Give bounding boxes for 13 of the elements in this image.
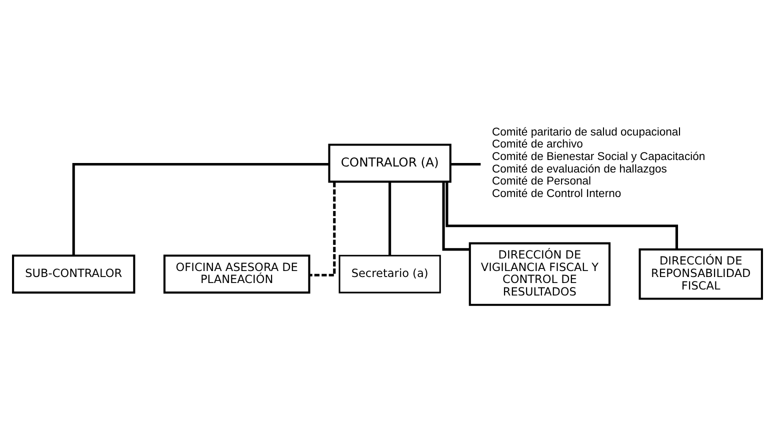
connector	[450, 162, 481, 166]
node-box: CONTRALOR (A)	[328, 144, 452, 183]
connector	[446, 182, 678, 250]
connector	[388, 182, 392, 256]
node-text: Comité paritario de salud ocupacional Comité de archivo Comité de Bienestar Social y Capacitación Comité de evaluación de hallazgos Comité de Personal Comité de Control Interno	[492, 126, 706, 200]
node-box: DIRECCIÓN DE REPONSABILIDAD FISCAL	[638, 248, 763, 300]
node-box: OFICINA ASESORA DE PLANEACIÓN	[163, 254, 310, 294]
connector	[442, 182, 470, 251]
connector	[309, 182, 336, 276]
node-box: DIRECCIÓN DE VIGILANCIA FISCAL Y CONTROL DE RESULTADOS	[468, 242, 611, 306]
connector	[72, 162, 330, 256]
node-box: Secretario (a)	[338, 254, 441, 294]
node-box: SUB-CONTRALOR	[12, 254, 136, 294]
